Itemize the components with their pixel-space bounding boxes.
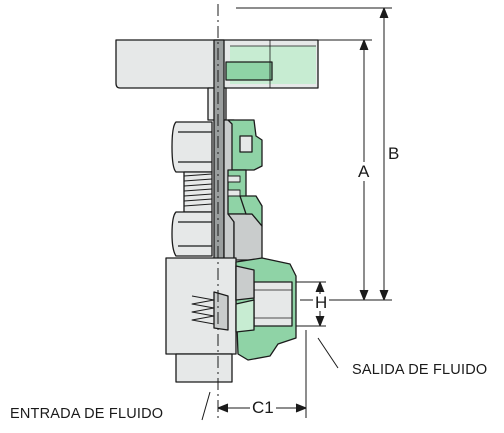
- dimension-h-label: H: [313, 293, 330, 312]
- bonnet-threads: [183, 169, 247, 215]
- outlet-label: SALIDA DE FLUIDO: [352, 362, 488, 378]
- dimension-c1-label: C1: [250, 398, 276, 417]
- upper-nut: [171, 119, 263, 173]
- dimension-b-label: B: [386, 144, 402, 163]
- inlet-label: ENTRADA DE FLUIDO: [10, 406, 164, 422]
- valve-body: [165, 257, 297, 383]
- dimension-a-label: A: [356, 162, 372, 181]
